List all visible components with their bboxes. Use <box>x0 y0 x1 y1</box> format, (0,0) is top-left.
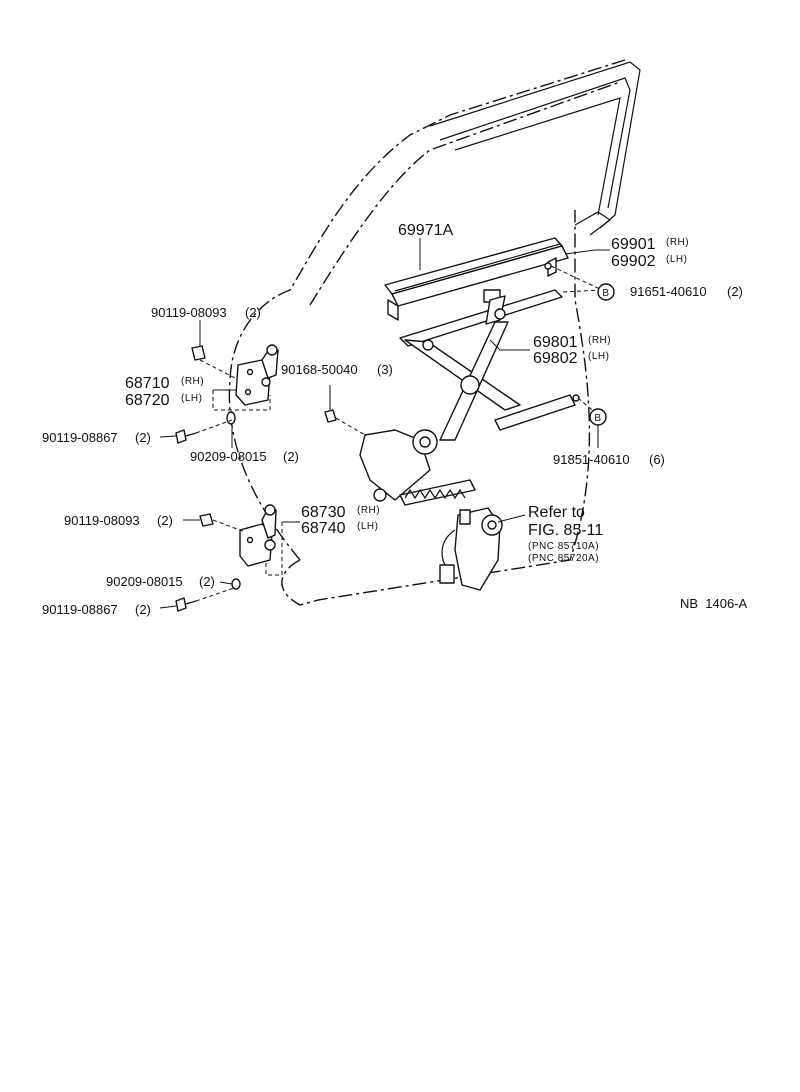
svg-text:B: B <box>594 413 601 424</box>
label-69971a: 69971A <box>398 222 453 239</box>
svg-text:(LH): (LH) <box>588 351 609 362</box>
label-68710: 68710 <box>125 375 170 392</box>
label-68740: 68740 <box>301 520 346 537</box>
label-90119-08867-lower: 90119-08867 <box>42 602 118 617</box>
svg-text:(LH): (LH) <box>357 521 378 532</box>
label-69901: 69901 <box>611 236 656 253</box>
svg-text:(2): (2) <box>245 305 261 320</box>
label-90168: 90168-50040 <box>281 362 358 377</box>
fasteners <box>175 262 580 612</box>
svg-text:(LH): (LH) <box>181 393 202 404</box>
svg-text:B: B <box>602 288 609 299</box>
lower-hinge-part <box>239 504 277 567</box>
svg-text:(6): (6) <box>649 452 665 467</box>
window-regulator-part <box>359 308 576 506</box>
svg-text:(RH): (RH) <box>181 376 204 387</box>
b-marker-upper: B <box>597 283 615 301</box>
label-68720: 68720 <box>125 392 170 409</box>
label-90209-lower: 90209-08015 <box>106 574 183 589</box>
svg-text:(RH): (RH) <box>666 237 689 248</box>
door-outline <box>228 59 626 606</box>
svg-text:(2): (2) <box>135 602 151 617</box>
window-frame <box>429 61 641 236</box>
label-90209-upper: 90209-08015 <box>190 449 267 464</box>
motor-ref-line1: Refer to <box>528 504 585 521</box>
motor-ref-line2: FIG. 85-11 <box>528 522 603 539</box>
leader-lines <box>159 238 610 609</box>
svg-text:(LH): (LH) <box>666 254 687 265</box>
label-69801: 69801 <box>533 334 578 351</box>
label-90119-08093-upper: 90119-08093 <box>151 305 227 320</box>
motor-ref-pnc1: (PNC 85710A) <box>528 541 599 552</box>
label-69802: 69802 <box>533 350 578 367</box>
svg-text:(RH): (RH) <box>357 505 380 516</box>
part-labels: 69971A 69901 (RH) 69902 (LH) 91651-40610… <box>42 222 748 617</box>
upper-hinge-part <box>235 344 279 406</box>
label-68730: 68730 <box>301 504 346 521</box>
label-90119-08867-upper: 90119-08867 <box>42 430 118 445</box>
svg-text:(2): (2) <box>727 284 743 299</box>
b-marker-lower: B <box>589 408 607 426</box>
svg-text:(2): (2) <box>157 513 173 528</box>
svg-text:(2): (2) <box>283 449 299 464</box>
svg-text:(3): (3) <box>377 362 393 377</box>
figure-code: NB 1406-A <box>680 596 748 611</box>
window-motor-part <box>439 507 503 591</box>
label-69902: 69902 <box>611 253 656 270</box>
motor-ref-pnc2: (PNC 85720A) <box>528 553 599 564</box>
svg-text:(RH): (RH) <box>588 335 611 346</box>
glass-channel-part <box>384 237 569 321</box>
label-90119-08093-lower: 90119-08093 <box>64 513 140 528</box>
label-91651: 91651-40610 <box>630 284 707 299</box>
svg-text:(2): (2) <box>135 430 151 445</box>
svg-text:(2): (2) <box>199 574 215 589</box>
label-91851: 91851-40610 <box>553 452 630 467</box>
